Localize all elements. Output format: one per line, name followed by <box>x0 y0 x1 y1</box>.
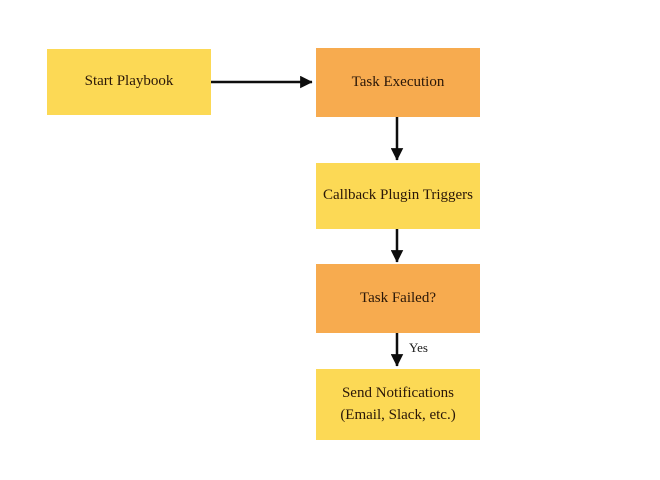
node-start-playbook: Start Playbook <box>47 49 211 115</box>
node-callback-plugin-triggers: Callback Plugin Triggers <box>316 163 480 229</box>
node-send-notifications: Send Notifications (Email, Slack, etc.) <box>316 369 480 440</box>
node-task-execution: Task Execution <box>316 48 480 117</box>
edge-label-yes: Yes <box>409 340 428 355</box>
node-task-failed: Task Failed? <box>316 264 480 333</box>
